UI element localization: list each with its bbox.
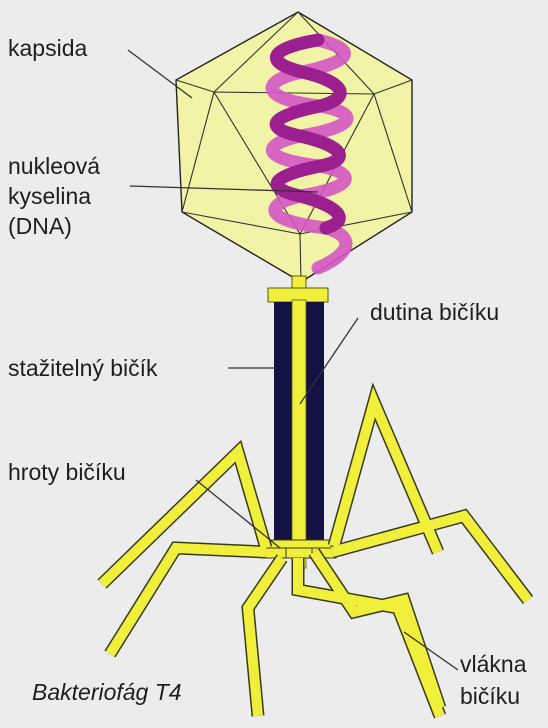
leader-capsid	[128, 50, 192, 98]
collar	[268, 276, 328, 302]
tail-sheath	[274, 300, 324, 568]
label-tail-tube: dutina bičíku	[370, 298, 499, 327]
label-nucleic-acid-line1: nukleová	[8, 152, 100, 181]
label-nucleic-acid-line2: kyselina	[8, 182, 91, 211]
label-tail-sheath: stažitelný bičík	[8, 354, 158, 383]
figure-caption: Bakteriofág T4	[32, 678, 182, 707]
leader-tail-pins	[196, 480, 280, 548]
label-nucleic-acid-line3: (DNA)	[8, 212, 72, 241]
capsid	[176, 12, 412, 282]
label-capsid: kapsida	[8, 34, 87, 63]
tail-tube	[292, 300, 306, 568]
label-tail-pins: hroty bičíku	[8, 458, 126, 487]
capsid-outline	[176, 12, 412, 282]
label-tail-fibers-line2: bičíku	[460, 682, 520, 711]
label-tail-fibers-line1: vlákna	[460, 650, 526, 679]
